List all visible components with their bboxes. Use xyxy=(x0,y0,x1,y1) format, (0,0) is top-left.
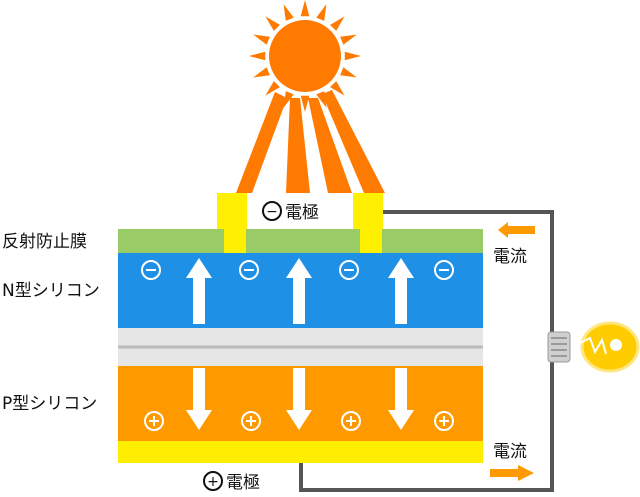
hole-symbol xyxy=(241,411,261,431)
electron-symbol xyxy=(239,260,259,280)
electrode-block-left xyxy=(217,193,247,229)
circuit-wire xyxy=(299,210,554,492)
sun-ray xyxy=(283,91,294,108)
arrow-down-icon xyxy=(286,368,312,430)
light-beams xyxy=(236,90,385,193)
current-label-bottom: 電流 xyxy=(493,442,527,462)
anti-reflection-film-label: 反射防止膜 xyxy=(2,232,87,252)
sun-ray xyxy=(253,67,270,78)
electrode-block-right xyxy=(353,193,383,229)
sun-ray xyxy=(249,51,266,61)
sun-rays xyxy=(249,0,361,112)
electron-symbol xyxy=(339,260,359,280)
p-type-silicon-label: P型シリコン xyxy=(2,394,97,414)
electrode-finger-left-front xyxy=(224,229,246,253)
sun-ray xyxy=(330,81,345,96)
n-type-silicon-label: N型シリコン xyxy=(2,281,100,301)
sun-ray xyxy=(340,67,357,78)
arrow-up-icon xyxy=(186,258,212,324)
arrow-up-icon xyxy=(388,258,414,324)
light-bulb-icon xyxy=(547,321,640,373)
negative-electrode-label: − 電極 xyxy=(262,201,319,223)
electrode-finger-right-front xyxy=(360,229,382,253)
light-beam-center-left xyxy=(286,98,310,193)
sun-ray xyxy=(344,51,361,61)
positive-electrode-layer xyxy=(118,441,483,463)
plus-sign: + xyxy=(207,474,219,490)
light-beam-center-right xyxy=(308,98,352,193)
hole-symbol xyxy=(144,411,164,431)
sun-ray xyxy=(253,34,270,45)
sun-ray xyxy=(265,81,280,96)
hole-flow-arrows xyxy=(186,368,414,430)
current-label-top: 電流 xyxy=(493,247,527,267)
electron-symbol xyxy=(141,260,161,280)
hole-symbol xyxy=(434,411,454,431)
arrow-up-icon xyxy=(286,258,312,324)
holes xyxy=(144,411,454,431)
sun-ray xyxy=(265,16,280,31)
arrow-down-icon xyxy=(388,368,414,430)
electron-symbol xyxy=(434,260,454,280)
positive-electrode-text: 電極 xyxy=(226,473,260,493)
current-arrow-bottom xyxy=(490,465,534,481)
sun-ray xyxy=(316,4,327,21)
electron-flow-arrows xyxy=(186,258,414,324)
sun-disc xyxy=(269,20,341,92)
arrow-down-icon xyxy=(186,368,212,430)
minus-sign: − xyxy=(266,204,278,220)
hole-symbol xyxy=(341,411,361,431)
sun-ray xyxy=(283,4,294,21)
sun-icon xyxy=(249,0,361,112)
light-beam-left xyxy=(236,92,287,193)
electrons xyxy=(141,260,454,280)
positive-electrode-label: + 電極 xyxy=(203,471,260,493)
sun-ray xyxy=(300,0,310,17)
sun-ray xyxy=(330,16,345,31)
sun-ray xyxy=(300,95,310,112)
light-beam-right xyxy=(322,90,385,193)
anti-reflection-film-layer xyxy=(118,229,483,253)
sun-ray xyxy=(340,34,357,45)
current-arrow-top xyxy=(498,222,535,238)
negative-electrode-text: 電極 xyxy=(285,203,319,223)
